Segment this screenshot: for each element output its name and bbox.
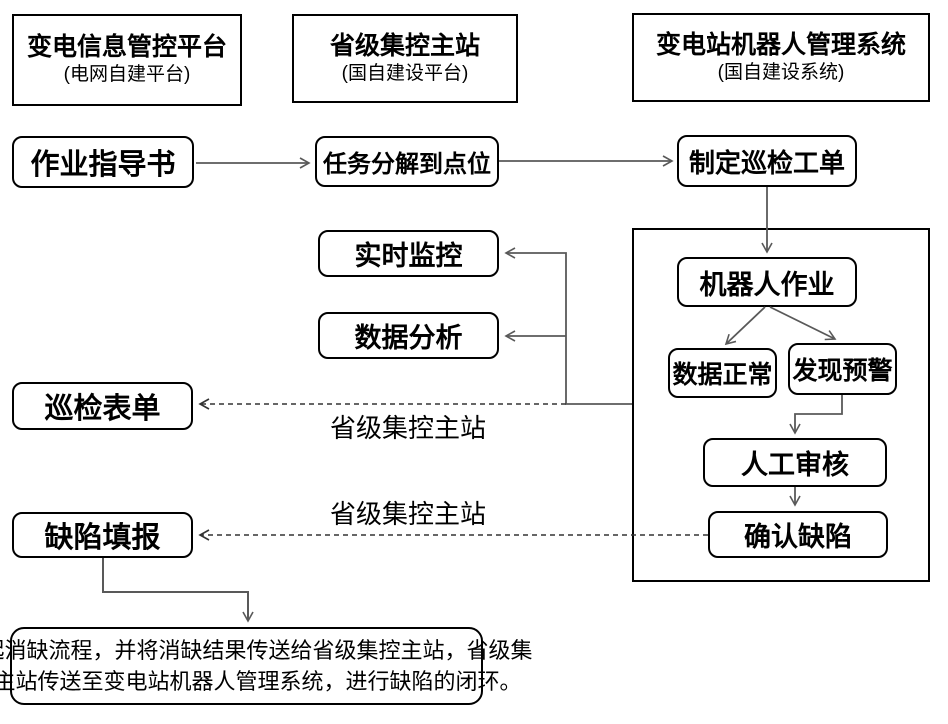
header-title: 省级集控主站 xyxy=(329,31,480,60)
node-realtime-monitor: 实时监控 xyxy=(318,230,499,277)
closing-note-line1: 发起消缺流程，并将消缺结果传送给省级集控主站，省级集 xyxy=(0,637,533,663)
header-subtitle: (国自建设系统) xyxy=(717,61,845,83)
closing-note-line2: 控主站传送至变电站机器人管理系统，进行缺陷的闭环。 xyxy=(0,669,522,694)
closing-note-box: 发起消缺流程，并将消缺结果传送给省级集控主站，省级集 控主站传送至变电站机器人管… xyxy=(0,627,533,705)
node-manual-review: 人工审核 xyxy=(703,438,887,487)
node-robot-operation: 机器人作业 xyxy=(677,257,857,307)
header-subtitle: (国自建设平台) xyxy=(341,62,469,84)
node-work-instruction: 作业指导书 xyxy=(12,136,194,188)
arrow-container-to-monitor xyxy=(504,247,632,405)
node-confirm-defect: 确认缺陷 xyxy=(708,511,888,558)
edge-label-provincial-station-1: 省级集控主站 xyxy=(329,412,486,443)
node-data-normal: 数据正常 xyxy=(668,348,777,398)
node-inspection-form: 巡检表单 xyxy=(12,382,193,430)
node-defect-report: 缺陷填报 xyxy=(12,512,193,558)
header-subtitle: (电网自建平台) xyxy=(63,64,191,86)
header-title: 变电信息管控平台 xyxy=(26,33,227,62)
node-create-inspection-order: 制定巡检工单 xyxy=(677,135,857,187)
node-task-breakdown: 任务分解到点位 xyxy=(315,136,499,187)
header-provincial-master-station: 省级集控主站 (国自建设平台) xyxy=(292,14,518,103)
header-robot-management-system: 变电站机器人管理系统 (国自建设系统) xyxy=(632,13,930,102)
node-warning-found: 发现预警 xyxy=(788,343,897,395)
arrow-defect-report-to-note xyxy=(102,558,254,623)
edge-label-provincial-station-2: 省级集控主站 xyxy=(329,498,486,529)
header-substation-info-platform: 变电信息管控平台 (电网自建平台) xyxy=(12,14,242,106)
header-title: 变电站机器人管理系统 xyxy=(655,30,906,59)
node-data-analysis: 数据分析 xyxy=(318,312,499,359)
